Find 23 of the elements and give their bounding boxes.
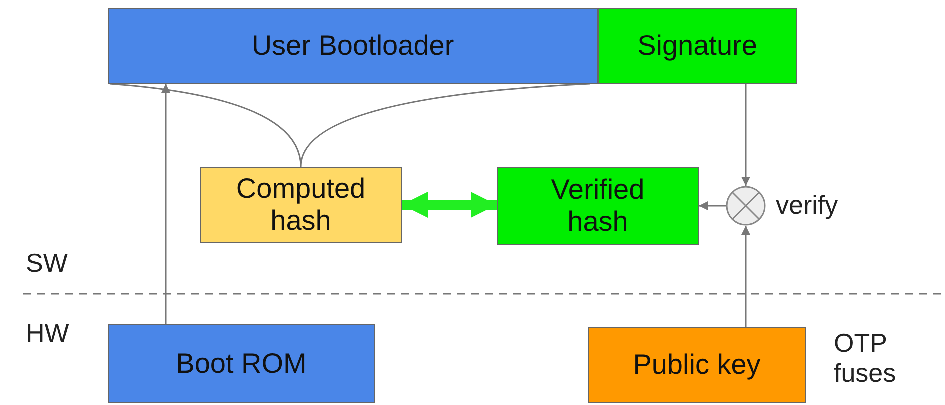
node-label: Verified hash <box>550 174 646 238</box>
process-box <box>588 327 806 403</box>
bracket-connector <box>109 83 591 168</box>
layer-label: SW <box>26 248 68 278</box>
node-label: Public key <box>633 349 761 381</box>
arrow <box>699 202 726 210</box>
process-box <box>200 167 402 243</box>
node-caption: OTP fuses <box>834 328 898 388</box>
arrow <box>162 84 170 324</box>
verify-circle-symbol <box>726 186 766 226</box>
process-box <box>598 8 797 84</box>
node-caption: verify <box>776 190 838 220</box>
process-box <box>497 167 699 245</box>
node-label: Signature <box>638 30 758 62</box>
arrow <box>742 226 750 327</box>
arrow <box>742 84 750 186</box>
process-box <box>108 324 375 403</box>
node-label: Computed hash <box>235 173 367 237</box>
node-label: Boot ROM <box>176 348 307 380</box>
double-arrow <box>402 192 497 218</box>
process-box <box>108 8 598 84</box>
node-label: User Bootloader <box>252 30 454 62</box>
layer-label: HW <box>26 318 70 348</box>
